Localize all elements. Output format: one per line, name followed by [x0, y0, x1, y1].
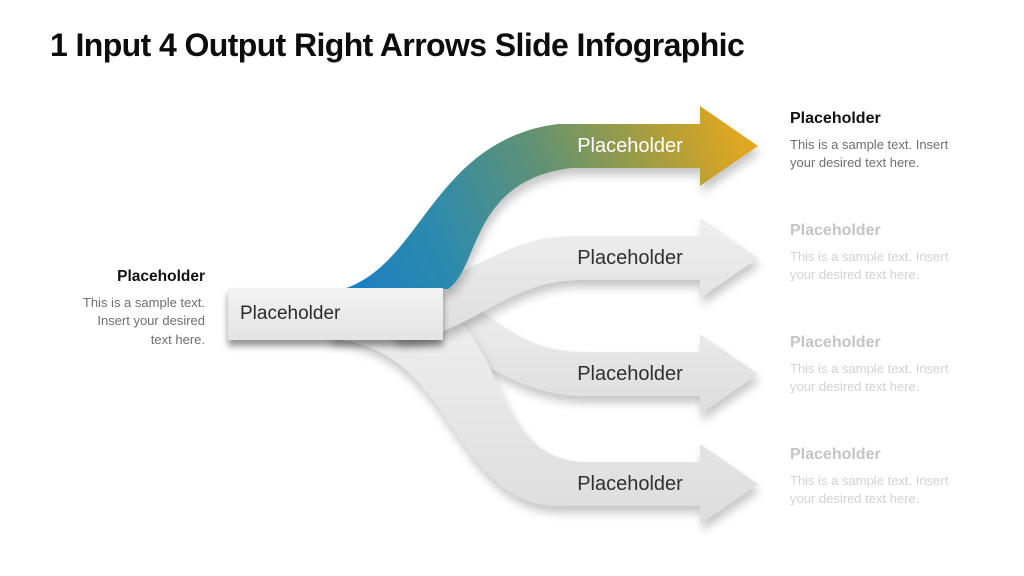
output-arrow-4-label: Placeholder: [577, 473, 683, 495]
input-annotation: Placeholder This is a sample text. Inser…: [55, 268, 205, 349]
input-annotation-body: This is a sample text. Insert your desir…: [82, 295, 205, 347]
output-annotation-3-body: This is a sample text. Insert your desir…: [790, 361, 949, 395]
output-annotation-4: Placeholder This is a sample text. Inser…: [790, 446, 990, 509]
output-arrow-3-label: Placeholder: [577, 363, 683, 385]
output-annotation-3: Placeholder This is a sample text. Inser…: [790, 334, 990, 397]
output-arrow-2: [395, 218, 758, 340]
slide-title: 1 Input 4 Output Right Arrows Slide Info…: [50, 27, 745, 63]
output-annotation-2-heading: Placeholder: [790, 222, 881, 239]
output-arrow-3: [400, 292, 758, 414]
output-annotation-4-body: This is a sample text. Insert your desir…: [790, 473, 949, 507]
output-arrow-1-label: Placeholder: [577, 135, 683, 157]
output-arrow-1: [340, 106, 758, 290]
output-annotation-4-heading: Placeholder: [790, 446, 881, 463]
output-annotation-2-body: This is a sample text. Insert your desir…: [790, 249, 949, 283]
output-annotation-1: Placeholder This is a sample text. Inser…: [790, 110, 990, 173]
output-arrow-4: [330, 300, 758, 524]
output-annotation-2: Placeholder This is a sample text. Inser…: [790, 222, 990, 285]
input-box: [228, 288, 443, 340]
output-annotation-3-heading: Placeholder: [790, 334, 881, 351]
input-annotation-heading: Placeholder: [117, 268, 205, 285]
input-box-label: Placeholder: [240, 303, 341, 324]
output-annotation-1-heading: Placeholder: [790, 110, 881, 127]
output-annotation-1-body: This is a sample text. Insert your desir…: [790, 137, 949, 171]
output-arrow-2-label: Placeholder: [577, 247, 683, 269]
